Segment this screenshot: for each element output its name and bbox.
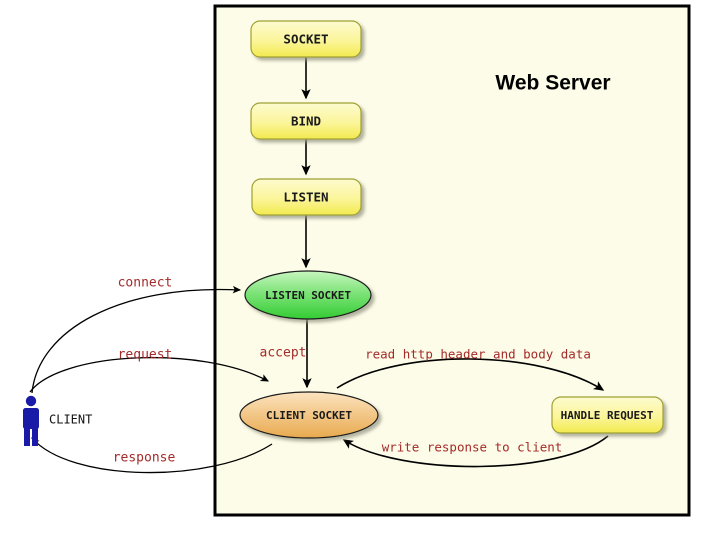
edge-label-read-request: read http header and body data xyxy=(365,347,591,362)
node-socket-label: SOCKET xyxy=(283,32,328,47)
edge-label-request: request xyxy=(118,348,173,363)
edge-label-write-response: write response to client xyxy=(382,440,563,455)
edge-client-request xyxy=(29,357,270,393)
node-socket[interactable]: SOCKET xyxy=(250,20,362,58)
edge-client-response xyxy=(31,437,273,474)
actor-body-icon xyxy=(23,408,39,429)
edge-read-request xyxy=(336,358,605,391)
node-client-socket[interactable]: CLIENT SOCKET xyxy=(239,391,379,439)
actor-head-icon xyxy=(25,395,37,407)
edge-label-accept: accept xyxy=(260,346,307,361)
actor-leg-left-icon xyxy=(24,428,30,446)
edge-client-connect xyxy=(31,285,242,394)
node-bind-label: BIND xyxy=(291,114,321,129)
node-listen[interactable]: LISTEN xyxy=(251,178,362,216)
client-actor[interactable]: CLIENT xyxy=(23,395,92,446)
node-listen-socket-label: LISTEN SOCKET xyxy=(265,289,351,302)
node-handle-request-label: HANDLE REQUEST xyxy=(561,409,654,422)
node-client-socket-label: CLIENT SOCKET xyxy=(266,409,352,422)
edge-label-connect: connect xyxy=(118,276,173,291)
node-handle-request[interactable]: HANDLE REQUEST xyxy=(551,396,664,434)
client-actor-label: CLIENT xyxy=(49,413,92,427)
edge-label-response: response xyxy=(113,451,176,466)
panel-title: Web Server xyxy=(495,72,610,95)
node-listen-label: LISTEN xyxy=(283,190,328,205)
node-bind[interactable]: BIND xyxy=(250,102,362,140)
actor-leg-right-icon xyxy=(32,428,38,446)
node-listen-socket[interactable]: LISTEN SOCKET xyxy=(244,270,372,320)
edge-write-response xyxy=(342,435,609,468)
